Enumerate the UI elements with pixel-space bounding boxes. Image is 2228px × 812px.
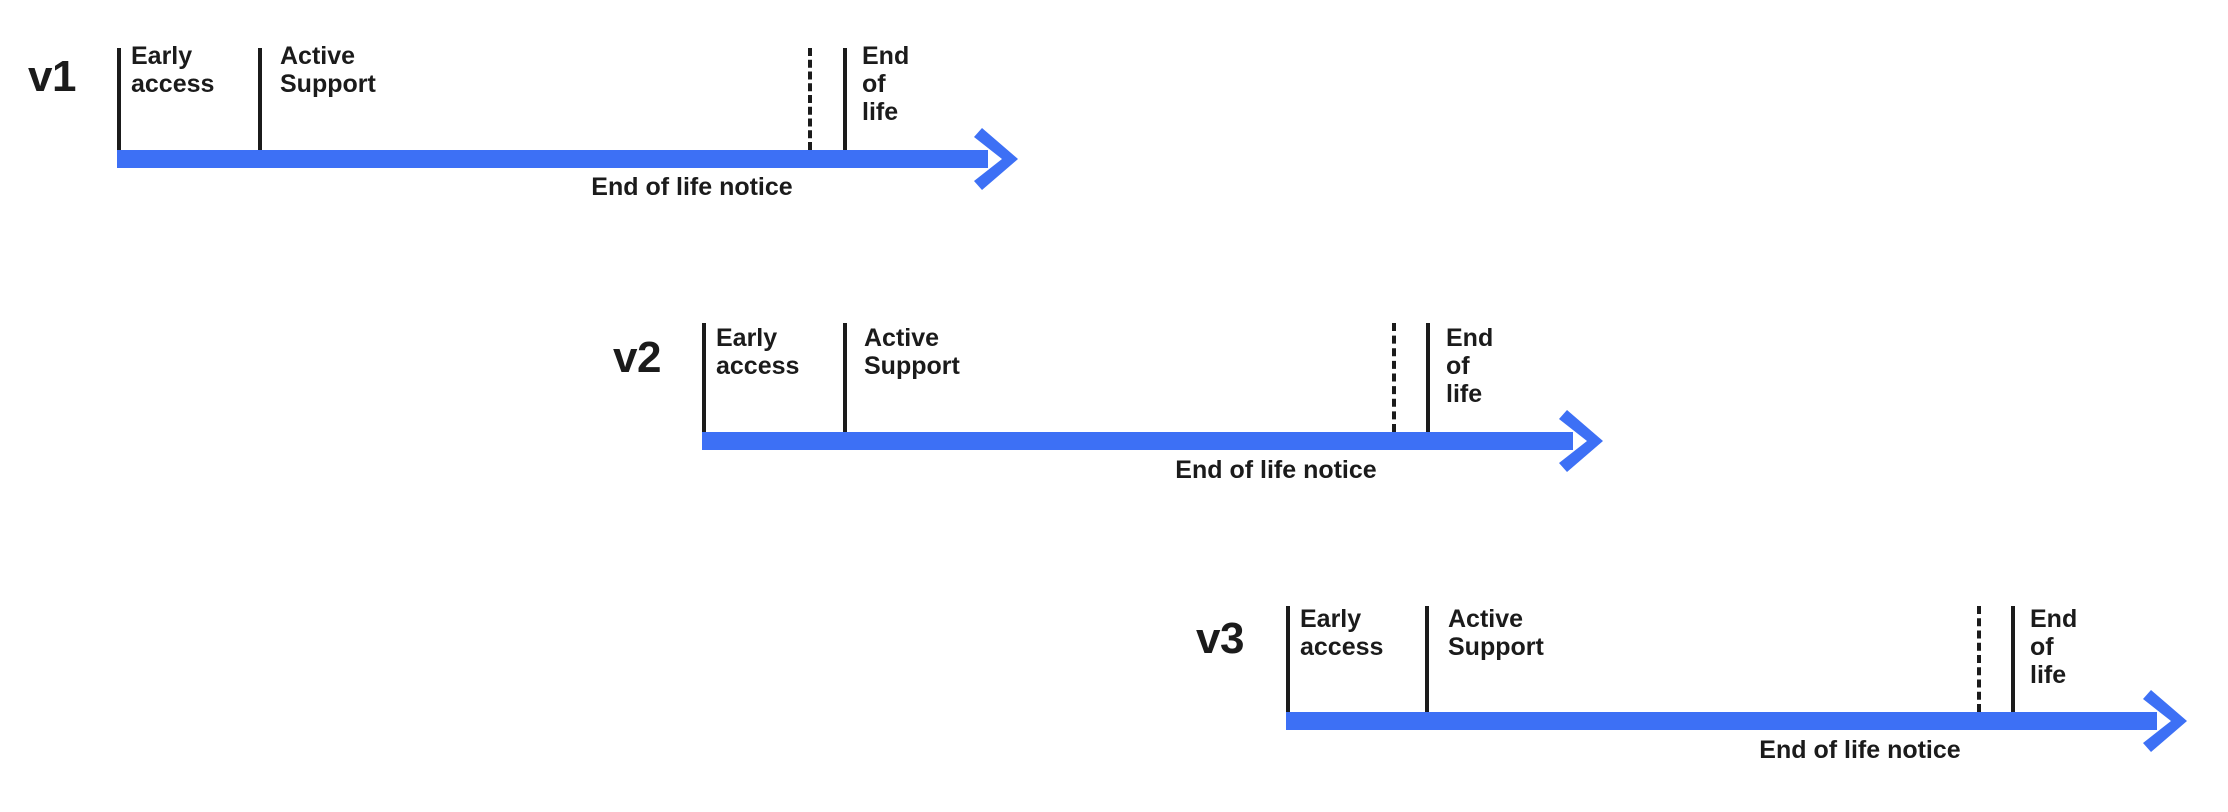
phase-divider-tick [702, 323, 706, 432]
phase-divider-tick [1426, 323, 1430, 432]
phase-divider-tick [1425, 606, 1429, 712]
phase-label: Active Support [280, 42, 376, 98]
phase-label: Early access [1300, 605, 1384, 661]
end-of-life-notice-label: End of life notice [591, 173, 793, 201]
phase-divider-tick [1286, 606, 1290, 712]
timeline-arrow-icon [1559, 406, 1611, 481]
timeline-arrow-icon [2143, 686, 2195, 761]
timeline-bar [117, 150, 988, 168]
end-of-life-notice-label: End of life notice [1759, 736, 1961, 764]
version-label-v3: v3 [1196, 614, 1244, 663]
phase-label: End of life [862, 42, 910, 126]
phase-divider-tick [843, 323, 847, 432]
timeline-bar [1286, 712, 2157, 730]
phase-label: Early access [131, 42, 215, 98]
end-of-life-notice-label: End of life notice [1175, 456, 1377, 484]
timeline-arrow-icon [974, 124, 1026, 199]
phase-label: End of life [1446, 324, 1494, 408]
end-of-life-notice-marker [1392, 323, 1396, 432]
phase-label: Early access [716, 324, 800, 380]
phase-divider-tick [843, 48, 847, 150]
end-of-life-notice-marker [1977, 606, 1981, 712]
phase-divider-tick [2011, 606, 2015, 712]
end-of-life-notice-marker [808, 48, 812, 150]
version-label-v1: v1 [28, 52, 76, 101]
phase-label: Active Support [864, 324, 960, 380]
phase-divider-tick [117, 48, 121, 150]
version-label-v2: v2 [613, 333, 661, 382]
timeline-bar [702, 432, 1573, 450]
phase-divider-tick [258, 48, 262, 150]
phase-label: Active Support [1448, 605, 1544, 661]
phase-label: End of life [2030, 605, 2078, 689]
